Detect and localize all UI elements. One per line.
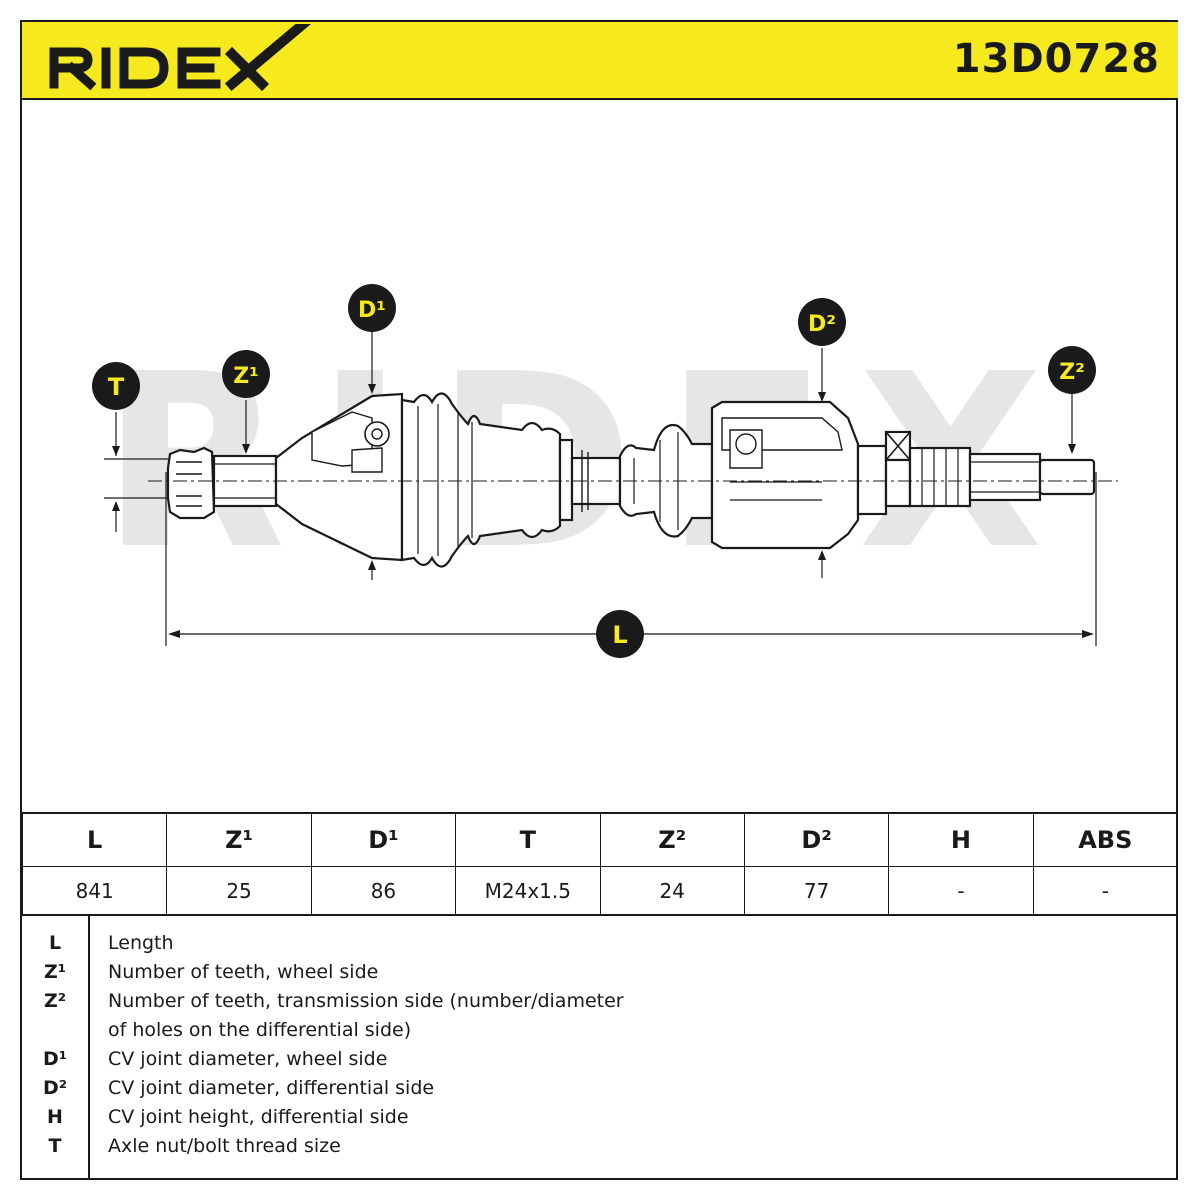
legend-text: Number of teeth, wheel side <box>108 961 379 983</box>
legend-row: of holes on the differential side) <box>22 1017 1178 1046</box>
legend-code: L <box>48 932 62 954</box>
legend-text: Length <box>108 932 174 954</box>
page-frame <box>20 20 1178 1180</box>
callout-Z2-label: Z² <box>1059 360 1085 385</box>
legend-text: of holes on the differential side) <box>108 1019 412 1041</box>
callout-L: L <box>596 610 644 658</box>
spec-value-D2: 77 <box>743 866 890 916</box>
spec-header-D1: D¹ <box>310 812 457 867</box>
legend-row: D¹ CV joint diameter, wheel side <box>22 1046 1178 1075</box>
spec-value-Z1: 25 <box>166 866 312 916</box>
callout-Z2: Z² <box>1048 346 1096 394</box>
spec-header-Z1: Z¹ <box>166 812 312 867</box>
legend-code: T <box>48 1135 62 1157</box>
spec-header-row: L Z¹ D¹ T Z² D² H ABS <box>21 812 1179 867</box>
spec-header-H: H <box>888 812 1034 867</box>
legend-code: H <box>47 1106 63 1128</box>
callout-T: T <box>92 362 140 410</box>
legend-code: Z¹ <box>43 961 67 983</box>
callout-D1: D¹ <box>348 284 396 332</box>
spec-value-ABS: - <box>1032 866 1179 916</box>
spec-value-D1: 86 <box>310 866 457 916</box>
legend-text: CV joint diameter, differential side <box>108 1077 435 1099</box>
drive-shaft-drawing: RIDEX <box>22 100 1178 812</box>
spec-value-Z2: 24 <box>599 866 745 916</box>
legend-code: Z² <box>43 990 67 1012</box>
legend-row: Z¹ Number of teeth, wheel side <box>22 959 1178 988</box>
spec-header-L: L <box>21 812 168 867</box>
spec-header-Z2: Z² <box>599 812 745 867</box>
legend-row: Z² Number of teeth, transmission side (n… <box>22 988 1178 1017</box>
ridex-logo <box>46 12 316 102</box>
legend-text: CV joint height, differential side <box>108 1106 409 1128</box>
spec-header-ABS: ABS <box>1032 812 1179 867</box>
legend: L Length Z¹ Number of teeth, wheel side … <box>22 914 1178 1178</box>
shaft-assembly <box>166 392 1096 568</box>
spec-value-T: M24x1.5 <box>455 866 601 916</box>
spec-value-L: 841 <box>21 866 168 916</box>
callout-Z1-label: Z¹ <box>233 364 259 389</box>
header-bar: 13D0728 <box>22 12 1178 102</box>
legend-text: Number of teeth, transmission side (numb… <box>108 990 624 1012</box>
spec-header-T: T <box>455 812 601 867</box>
legend-text: Axle nut/bolt thread size <box>108 1135 341 1157</box>
callout-D1-label: D¹ <box>358 298 386 323</box>
legend-row: D² CV joint diameter, differential side <box>22 1075 1178 1104</box>
callout-D2-label: D² <box>808 312 836 337</box>
legend-text: CV joint diameter, wheel side <box>108 1048 388 1070</box>
legend-row: H CV joint height, differential side <box>22 1104 1178 1133</box>
legend-code: D² <box>42 1077 68 1099</box>
callout-D2: D² <box>798 298 846 346</box>
spec-table: L Z¹ D¹ T Z² D² H ABS 841 25 86 M24x1.5 … <box>21 812 1179 916</box>
callout-L-label: L <box>612 621 627 649</box>
legend-row: L Length <box>22 930 1178 959</box>
legend-code: D¹ <box>42 1048 68 1070</box>
spec-value-H: - <box>888 866 1034 916</box>
callout-Z1: Z¹ <box>222 350 270 398</box>
legend-row: T Axle nut/bolt thread size <box>22 1133 1178 1162</box>
spec-value-row: 841 25 86 M24x1.5 24 77 - - <box>21 866 1179 916</box>
legend-divider <box>88 916 90 1178</box>
part-number: 13D0728 <box>952 36 1160 82</box>
spec-header-D2: D² <box>743 812 890 867</box>
callout-T-label: T <box>108 373 125 401</box>
